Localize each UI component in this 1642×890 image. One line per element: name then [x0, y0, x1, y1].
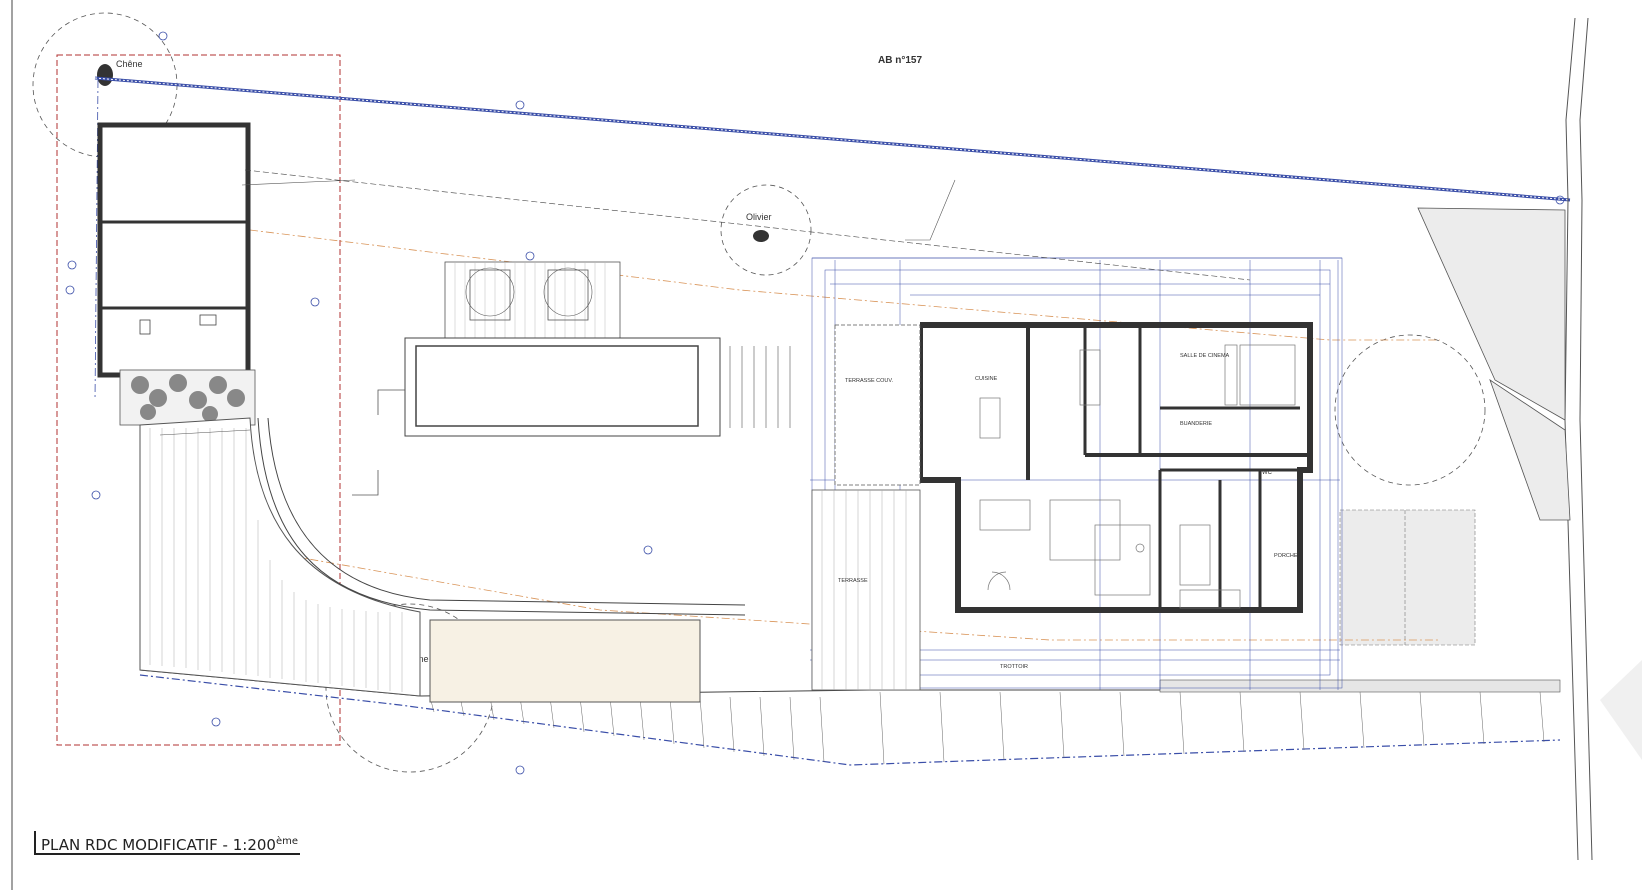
tree-olivier: Olivier [720, 184, 812, 276]
south-retaining-wall [1159, 679, 1561, 693]
dashed-reference-line [244, 169, 1251, 281]
east-paved-area [1417, 207, 1566, 421]
room-porche: PORCHE [1274, 553, 1298, 559]
plan-title-suffix: ème [275, 836, 298, 847]
room-cuisine: CUISINE [975, 376, 998, 382]
tree-label-olivier: Olivier [746, 212, 772, 222]
parking-area [1339, 509, 1476, 646]
house-furniture [979, 344, 1296, 609]
corner-shade [1600, 660, 1642, 760]
south-boundary-line [139, 674, 1561, 766]
parcel-label: AB n°157 [878, 55, 922, 66]
south-hatching [429, 691, 1545, 765]
annotation-leader [905, 179, 956, 241]
east-boundary [1564, 17, 1579, 861]
room-terrasse-couverte: TERRASSE COUV. [845, 378, 894, 384]
pool-area [352, 261, 791, 496]
tree-label-chene-top: Chêne [116, 59, 143, 69]
south-terrace [811, 489, 921, 691]
plan-title-text: PLAN RDC MODIFICATIF - 1:200 [41, 836, 276, 854]
room-terrasse: TERRASSE [838, 578, 868, 584]
setback-line [249, 229, 1440, 341]
west-terrace [139, 417, 421, 697]
room-wc: WC [1262, 470, 1273, 476]
room-buanderie: BUANDERIE [1180, 421, 1212, 427]
tree-right [1334, 334, 1486, 486]
room-trottoir: TROTTOIR [1000, 664, 1028, 670]
annex-building [97, 122, 256, 426]
plan-title: PLAN RDC MODIFICATIF - 1:200ème [34, 831, 300, 855]
petanque-court [429, 619, 701, 703]
house-walls [917, 322, 1313, 613]
room-salle-de-cinema: SALLE DE CINEMA [1180, 353, 1230, 359]
curved-path [257, 417, 746, 616]
survey-markers [65, 31, 1565, 775]
covered-terrace [834, 324, 921, 486]
